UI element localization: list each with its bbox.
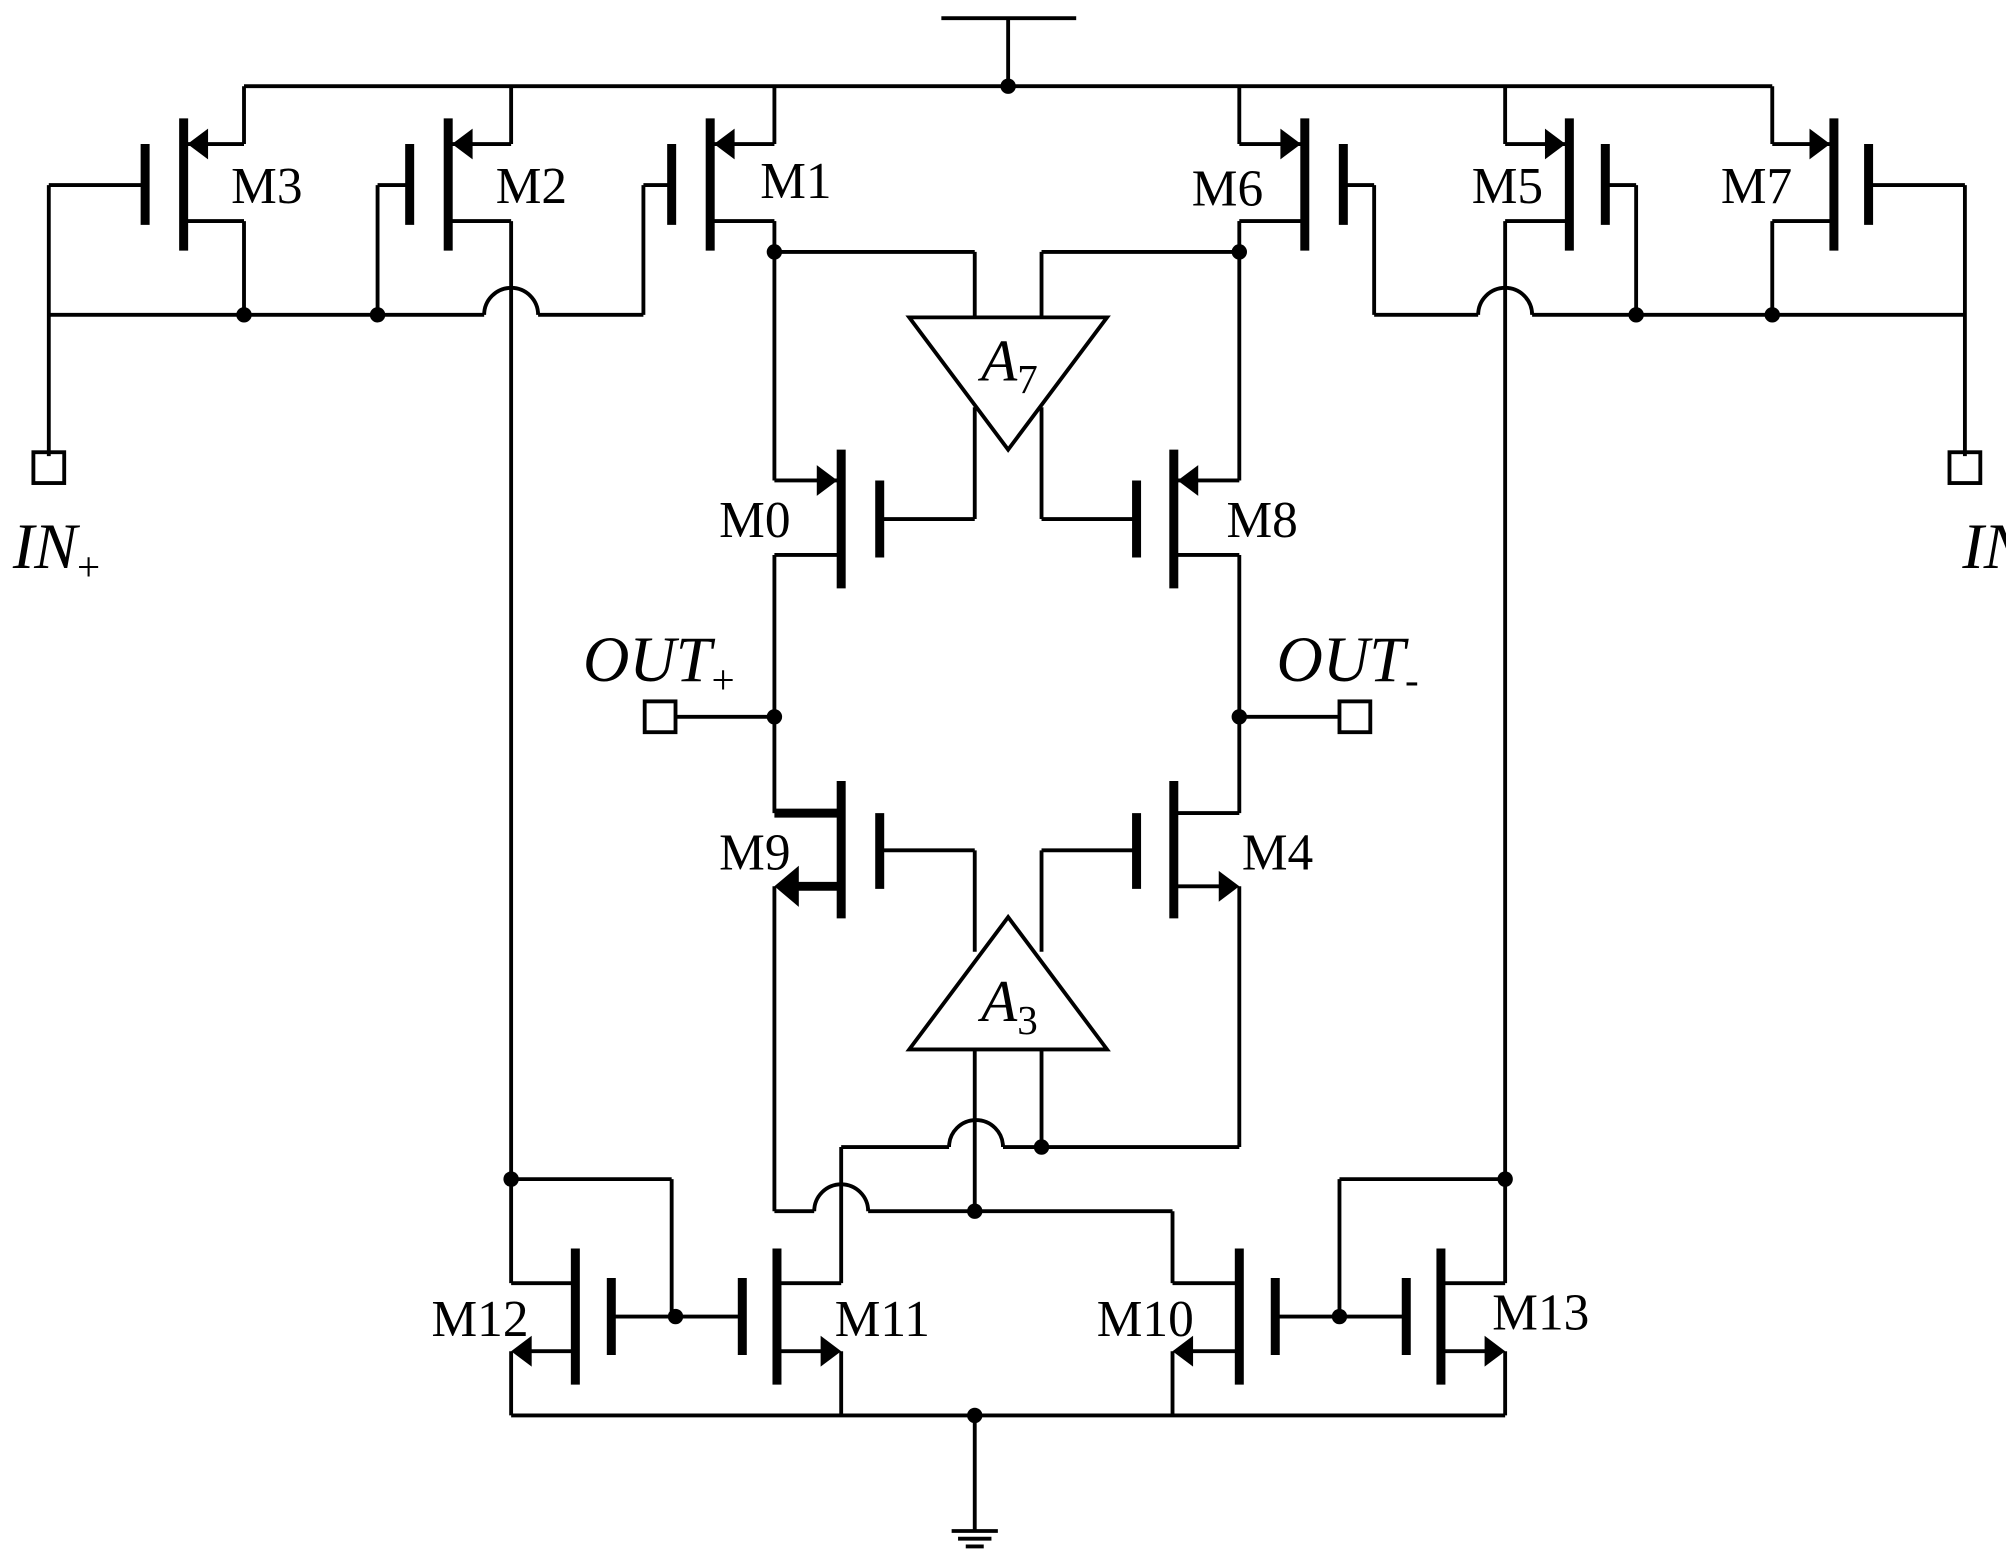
label-m0: M0 — [719, 492, 790, 549]
transistor-m9: M9 — [719, 716, 977, 1212]
label-a7: A7 — [977, 327, 1038, 402]
transistor-m6: M6 — [1192, 86, 1377, 315]
label-m8: M8 — [1226, 492, 1297, 549]
transistor-m3: M3 — [48, 86, 303, 315]
transistor-m10: M10 — [1097, 1248, 1407, 1416]
label-out-plus: OUT+ — [583, 624, 735, 703]
ground-symbol — [511, 1407, 1506, 1549]
transistor-m0: M0 — [719, 251, 885, 717]
label-m9: M9 — [719, 825, 790, 882]
label-m6: M6 — [1192, 161, 1263, 218]
label-out-minus: OUT- — [1277, 624, 1419, 703]
transistor-m11: M11 — [737, 1248, 930, 1416]
lower-bias-network — [774, 1121, 1175, 1284]
transistor-m1: M1 — [641, 86, 832, 315]
right-input-bus — [1374, 185, 1967, 457]
port-in-plus: IN+ — [12, 450, 100, 590]
label-m10: M10 — [1097, 1291, 1194, 1348]
transistor-m2: M2 — [375, 86, 567, 315]
label-m3: M3 — [231, 158, 302, 215]
label-m1: M1 — [760, 153, 831, 210]
label-m11: M11 — [835, 1291, 930, 1348]
transistor-m13: M13 — [1337, 1171, 1589, 1416]
port-out-minus: OUT- — [1231, 624, 1419, 735]
left-input-bus — [46, 185, 644, 457]
label-m12: M12 — [432, 1291, 529, 1348]
label-a3: A3 — [977, 968, 1038, 1043]
label-m13: M13 — [1492, 1284, 1589, 1341]
label-in-minus: IN- — [1961, 511, 2006, 590]
label-in-plus: IN+ — [12, 511, 100, 590]
label-m5: M5 — [1472, 158, 1543, 215]
transistor-m5: M5 — [1472, 86, 1639, 315]
port-in-minus: IN- — [1947, 450, 2006, 590]
transistor-m4: M4 — [1039, 716, 1313, 1148]
label-m4: M4 — [1242, 825, 1313, 882]
vdd-supply — [244, 16, 1773, 94]
transistor-m12: M12 — [432, 1171, 743, 1416]
transistor-m8: M8 — [1132, 251, 1298, 717]
label-m7: M7 — [1721, 158, 1792, 215]
label-m2: M2 — [496, 158, 567, 215]
transistor-m7: M7 — [1721, 86, 1965, 315]
amplifier-a7: A7 — [766, 244, 1248, 521]
amplifier-a3: A3 — [839, 913, 1240, 1185]
port-out-plus: OUT+ — [583, 624, 783, 735]
